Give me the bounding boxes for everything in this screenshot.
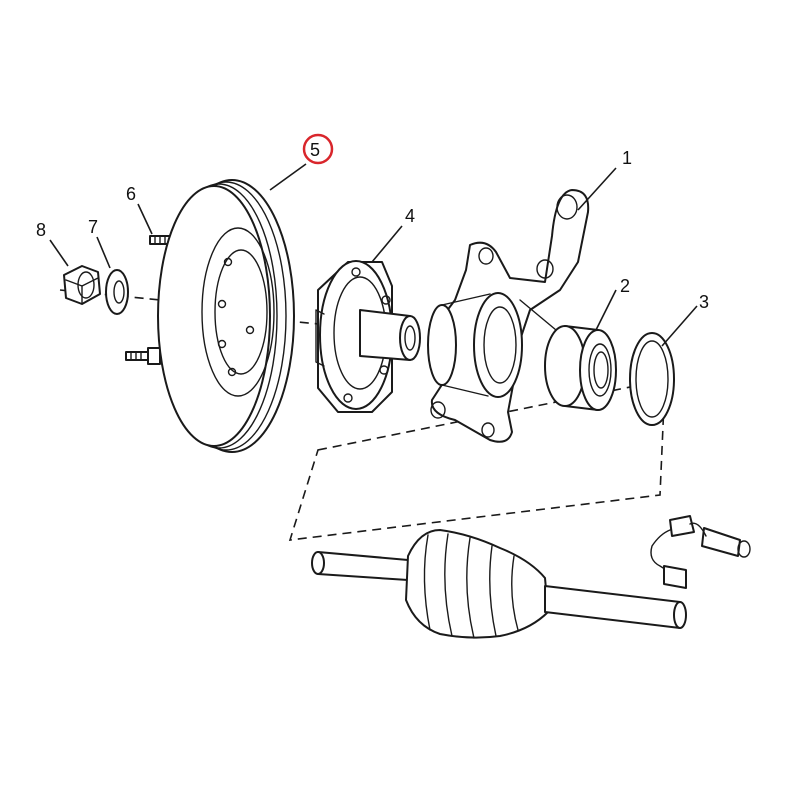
callout-6: 6 xyxy=(126,184,136,204)
callout-3: 3 xyxy=(699,292,709,312)
part-2-wheel-bearing xyxy=(544,325,617,411)
part-7-washer xyxy=(105,269,129,315)
callout-5: 5 xyxy=(310,140,320,160)
callout-7: 7 xyxy=(88,217,98,237)
callout-8: 8 xyxy=(36,220,46,240)
drive-shaft-assembly xyxy=(311,529,687,639)
driveshaft-guide-box xyxy=(288,379,666,541)
callout-labels: 1 2 3 4 5 6 7 8 xyxy=(36,133,709,312)
part-8-hex-nut xyxy=(63,265,101,305)
leader-lines xyxy=(49,163,698,347)
part-3-snap-ring xyxy=(629,332,675,426)
part-1-steering-knuckle xyxy=(427,189,590,443)
wheel-speed-sensor xyxy=(650,515,751,589)
part-5-brake-rotor xyxy=(157,179,295,453)
callout-4: 4 xyxy=(405,206,415,226)
callout-1: 1 xyxy=(622,148,632,168)
part-4-wheel-hub xyxy=(315,260,421,413)
callout-5-highlight-ring xyxy=(302,133,334,165)
callout-2: 2 xyxy=(620,276,630,296)
